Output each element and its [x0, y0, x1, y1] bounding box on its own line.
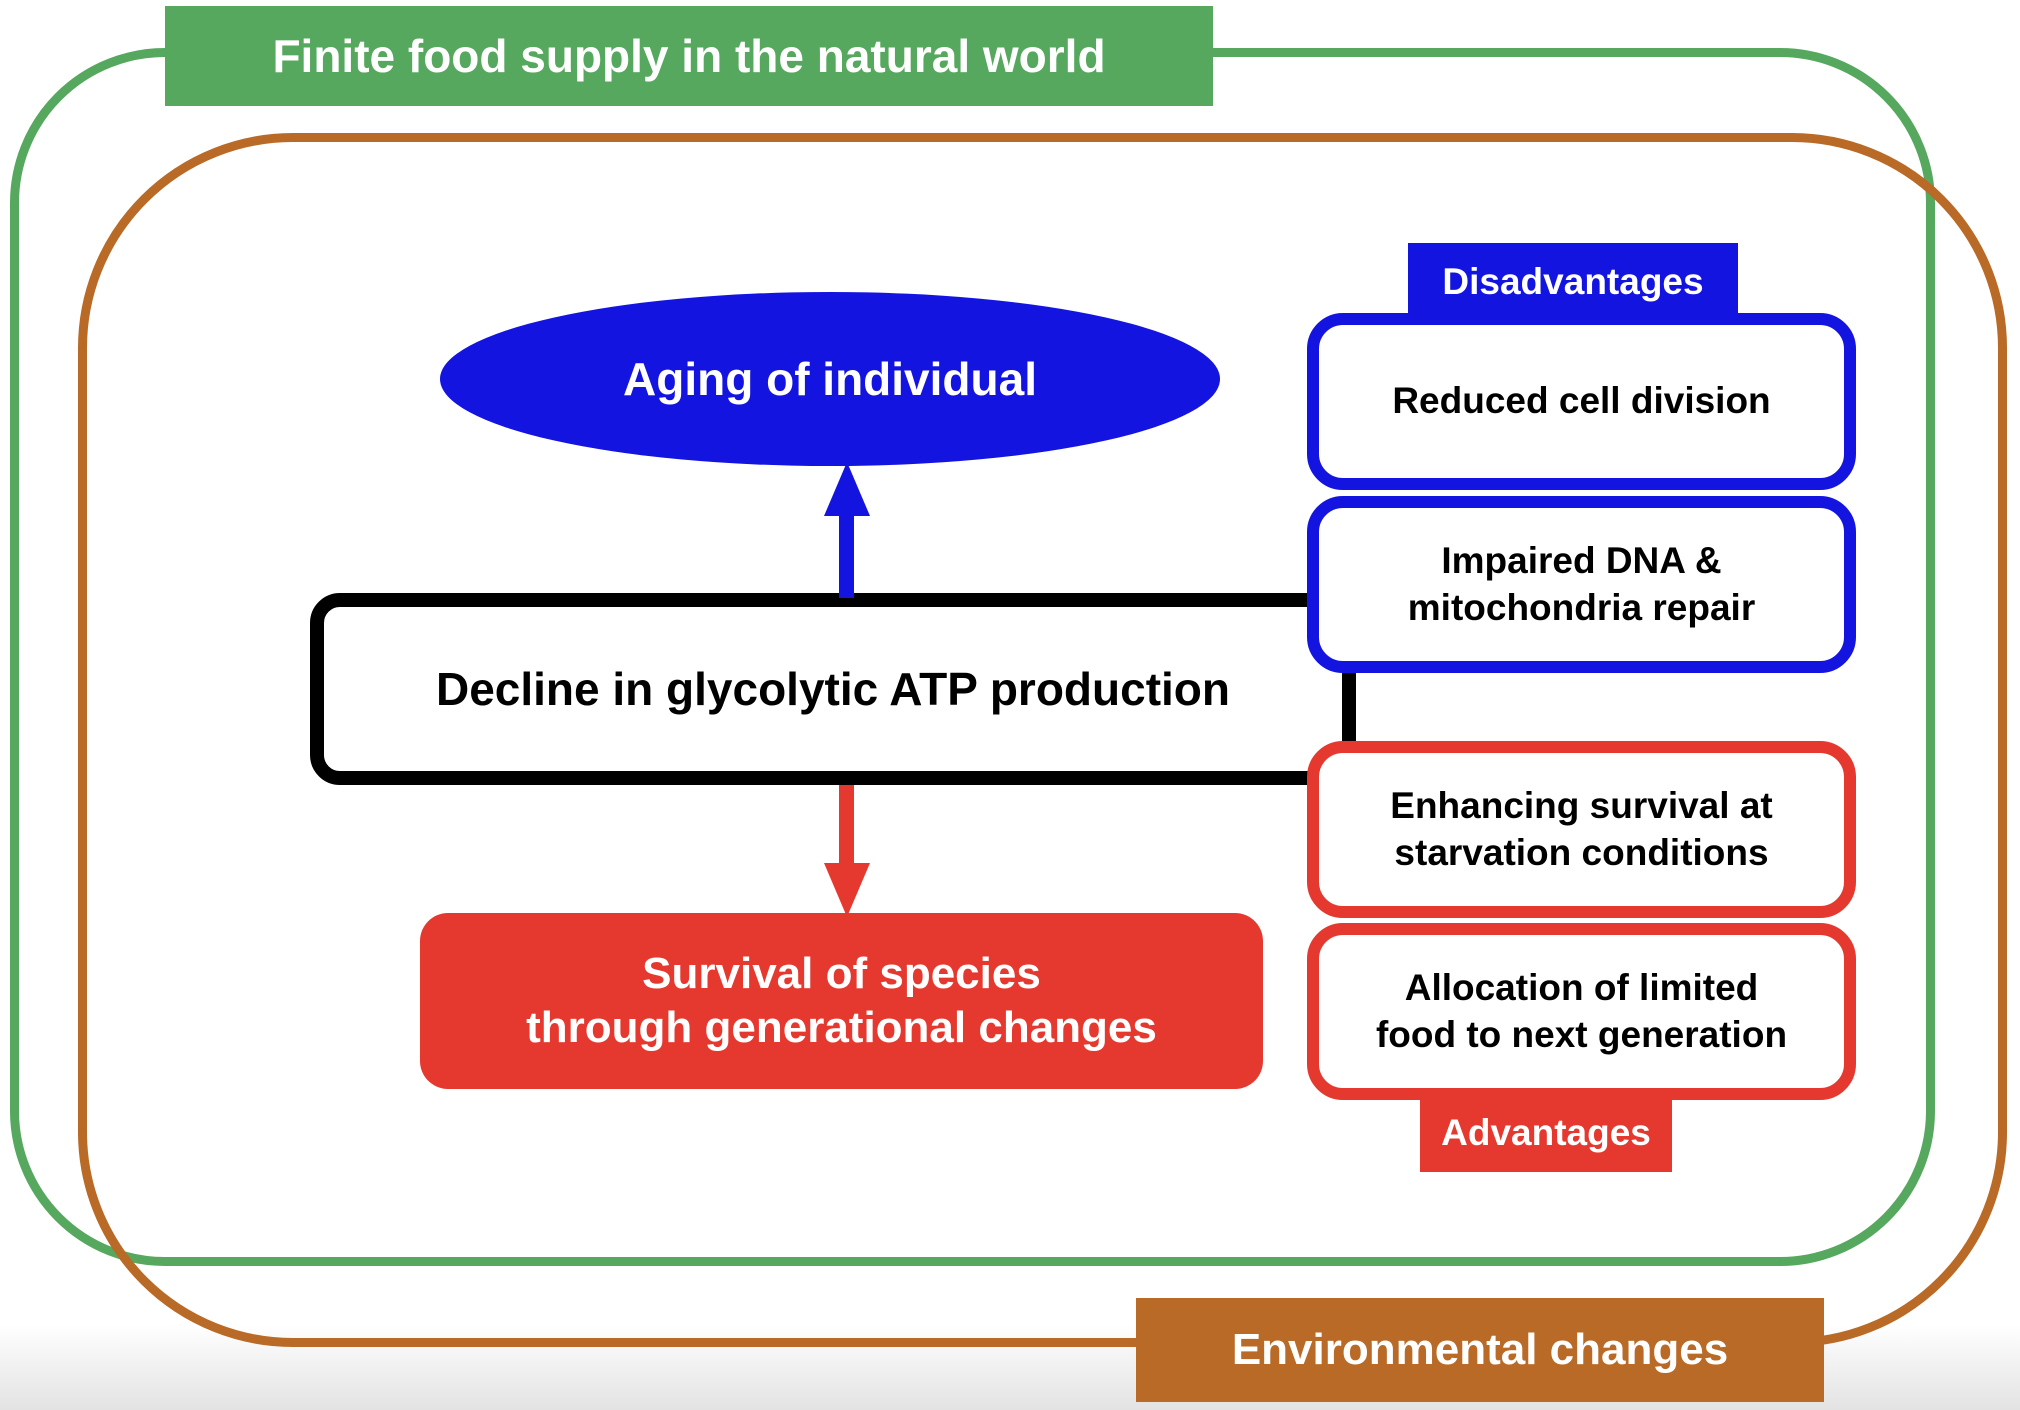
survival-of-species-node: Survival of species through generational… — [420, 913, 1263, 1089]
disadvantage-item-impaired-repair: Impaired DNA & mitochondria repair — [1307, 496, 1856, 673]
disadvantage-item-reduced-cell-division: Reduced cell division — [1307, 313, 1856, 490]
disadvantages-title-text: Disadvantages — [1442, 261, 1704, 302]
up-arrow-connector-head — [824, 462, 870, 516]
environmental-changes-frame — [78, 133, 2007, 1347]
down-arrow-connector-head — [824, 863, 870, 917]
survival-node-line2: through generational changes — [526, 1003, 1157, 1052]
advantage-item-enhancing-survival: Enhancing survival at starvation conditi… — [1307, 741, 1856, 918]
finite-food-supply-label-text: Finite food supply in the natural world — [272, 30, 1106, 82]
finite-food-supply-label: Finite food supply in the natural world — [165, 6, 1213, 106]
environmental-changes-label-text: Environmental changes — [1231, 1325, 1729, 1374]
advantages-title: Advantages — [1420, 1094, 1672, 1172]
advantage-item-food-allocation: Allocation of limited food to next gener… — [1307, 923, 1856, 1100]
down-arrow-connector-shaft — [839, 785, 854, 867]
advantage-item-line1: Allocation of limited — [1404, 967, 1759, 1009]
disadvantage-item-line1: Impaired DNA & — [1441, 540, 1722, 582]
environmental-changes-label: Environmental changes — [1136, 1298, 1824, 1402]
advantage-item-line2: food to next generation — [1375, 1013, 1788, 1055]
disadvantage-item-line1: Reduced cell division — [1392, 380, 1771, 422]
aging-node-text: Aging of individual — [623, 353, 1037, 405]
decline-node-text: Decline in glycolytic ATP production — [435, 663, 1231, 715]
disadvantages-title: Disadvantages — [1408, 243, 1738, 321]
disadvantage-item-line2: mitochondria repair — [1407, 586, 1756, 628]
up-arrow-connector-shaft — [839, 514, 854, 598]
advantages-title-text: Advantages — [1441, 1112, 1651, 1153]
advantage-item-line1: Enhancing survival at — [1390, 785, 1773, 827]
survival-node-line1: Survival of species — [642, 949, 1041, 999]
aging-of-individual-node: Aging of individual — [440, 292, 1220, 466]
decline-glycolytic-atp-node: Decline in glycolytic ATP production — [310, 593, 1356, 785]
advantage-item-line2: starvation conditions — [1394, 831, 1769, 873]
